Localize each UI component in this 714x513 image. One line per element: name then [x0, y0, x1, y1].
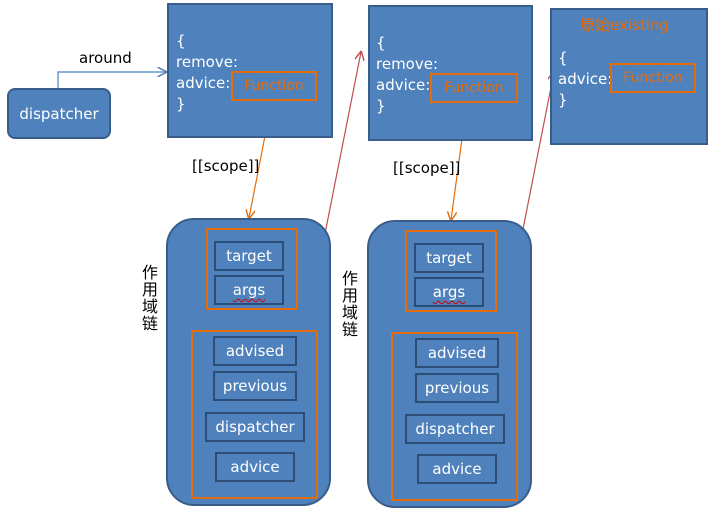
context-group-top: target args — [206, 228, 298, 310]
context-group-top: target args — [405, 230, 497, 312]
context-group-bottom: advised previous dispatcher advice — [391, 332, 518, 501]
dispatcher-node: dispatcher — [7, 88, 111, 139]
advice-object-2: { remove: advice: } Function — [368, 5, 533, 141]
around-label: around — [79, 49, 132, 67]
brace-open: { — [176, 32, 186, 50]
remove-field: remove: — [376, 55, 439, 73]
around-arrow — [57, 72, 166, 88]
dispatcher-item: dispatcher — [405, 414, 505, 444]
scope-chain-1: target args advised previous dispatcher … — [166, 218, 331, 506]
target-item: target — [214, 241, 284, 271]
scope-chain-label-1: 作用域链 — [141, 263, 158, 333]
previous-item: previous — [213, 371, 297, 401]
function-box: Function — [430, 73, 518, 103]
args-item: args — [414, 277, 484, 307]
args-item: args — [214, 275, 284, 305]
dispatcher-item: dispatcher — [205, 412, 305, 442]
scope-chain-label-2: 作用域链 — [341, 269, 358, 339]
remove-field: remove: — [176, 53, 239, 71]
brace-close: } — [558, 91, 568, 109]
advice-field: advice: — [376, 76, 431, 94]
brace-close: } — [376, 97, 386, 115]
advice-field: advice: — [558, 70, 613, 88]
original-title: 原始existing — [580, 16, 669, 34]
brace-open: { — [376, 34, 386, 52]
advice-object-original: 原始existing { advice: } Function — [550, 8, 708, 145]
scope-chain-2: target args advised previous dispatcher … — [367, 220, 532, 508]
advised-item: advised — [213, 336, 297, 366]
brace-open: { — [558, 49, 568, 67]
brace-close: } — [176, 95, 186, 113]
function-box: Function — [610, 63, 696, 93]
advice-object-1: { remove: advice: } Function — [167, 3, 333, 138]
advice-item: advice — [417, 454, 497, 484]
target-item: target — [414, 243, 484, 273]
scope-label-2: [[scope]] — [393, 159, 461, 177]
scope-label-1: [[scope]] — [192, 157, 260, 175]
advised-item: advised — [415, 338, 499, 368]
advice-item: advice — [215, 452, 295, 482]
advice-field: advice: — [176, 74, 231, 92]
previous-item: previous — [415, 373, 499, 403]
context-group-bottom: advised previous dispatcher advice — [191, 330, 318, 499]
function-box: Function — [231, 71, 317, 101]
